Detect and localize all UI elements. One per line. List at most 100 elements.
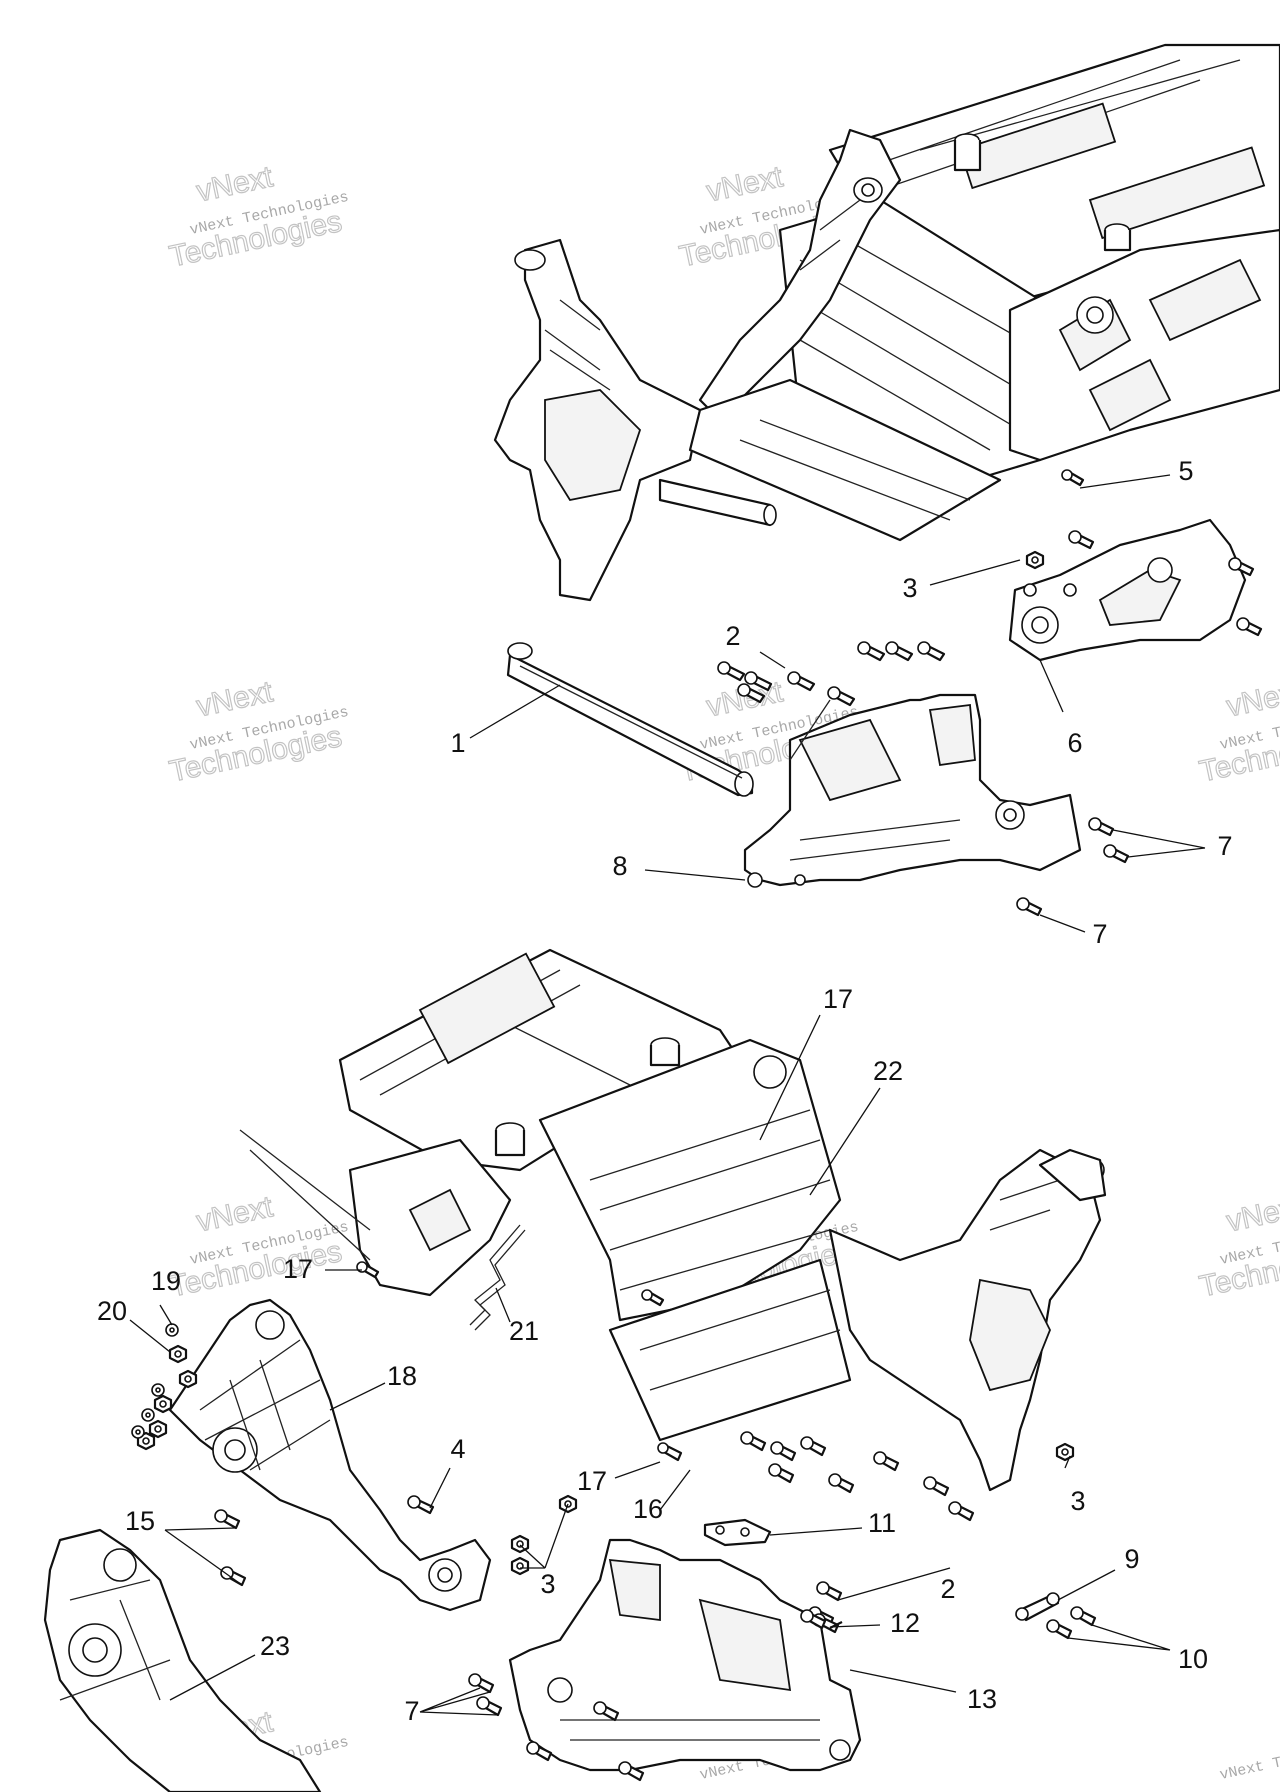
bolt-icon [1061, 469, 1085, 487]
watermark-line1: vNext [1224, 1190, 1280, 1238]
bolt-icon [1103, 844, 1130, 864]
bolt-icon [948, 1501, 975, 1522]
watermark-line1: vNext [704, 675, 787, 723]
bolt-icon [800, 1609, 827, 1630]
callout-13: 13 [967, 1684, 997, 1714]
callout-20: 20 [97, 1296, 127, 1326]
callout-4: 4 [450, 1434, 465, 1464]
bolt-icon [1070, 1606, 1097, 1627]
part-chaincase [43, 1528, 322, 1792]
callout-5: 5 [1178, 456, 1193, 486]
bolt-icon [800, 1436, 827, 1457]
nut-icon [510, 1556, 530, 1576]
part-rear-bulkhead [508, 1538, 862, 1772]
watermark: vNext Technologies [1218, 1734, 1280, 1784]
watermark: vNext vNext Technologies Technologies [166, 160, 350, 275]
bolt-icon [641, 1289, 665, 1307]
bolt-icon [476, 1696, 503, 1717]
bolt-icon [923, 1476, 950, 1497]
callout-1: 1 [450, 728, 465, 758]
callout-3: 3 [902, 573, 917, 603]
callout-labels: 1 2 3 5 6 7 7 8 17 22 17 19 20 21 18 4 1… [97, 456, 1233, 1726]
bolt-icon [917, 641, 946, 662]
watermark: vNext vNext Technologies Technologies [166, 1190, 350, 1305]
callout-23: 23 [260, 1631, 290, 1661]
callout-19: 19 [151, 1266, 181, 1296]
watermark-line1: vNext [194, 675, 277, 723]
callout-18: 18 [387, 1361, 417, 1391]
bolt-icon [787, 671, 816, 692]
callout-17: 17 [283, 1254, 313, 1284]
bolt-icon [593, 1701, 620, 1722]
nut-icon [178, 1369, 198, 1389]
part-front-bulkhead [743, 693, 1082, 888]
nut-icon [1025, 550, 1045, 570]
callout-16: 16 [633, 1494, 663, 1524]
lower-chassis-frame [239, 948, 1107, 1492]
bolt-icon [737, 683, 766, 704]
watermark-line1: vNext [704, 160, 787, 208]
bolt-icon [827, 686, 856, 707]
bolt-icon [828, 1473, 855, 1494]
callout-6: 6 [1067, 728, 1082, 758]
washer-icon [131, 1425, 145, 1439]
nut-icon [1055, 1442, 1075, 1462]
bolt-icon [1228, 557, 1255, 577]
watermark-line1: vNext [194, 1190, 277, 1238]
bolt-icon [220, 1566, 247, 1587]
washer-icon [141, 1408, 155, 1422]
bolt-group-bottom [131, 1261, 1097, 1782]
part-small-bracket [703, 1518, 772, 1547]
bolt-icon [816, 1581, 843, 1602]
bolt-icon [740, 1431, 767, 1452]
bolt-icon [214, 1509, 241, 1530]
callout-10: 10 [1178, 1644, 1208, 1674]
callout-12: 12 [890, 1608, 920, 1638]
bolt-icon [1068, 530, 1095, 550]
callout-7: 7 [1217, 831, 1232, 861]
washer-icon [151, 1383, 165, 1397]
watermark: vNext vNext Technologies Technologies [1196, 1190, 1280, 1305]
nut-icon [148, 1419, 168, 1439]
callout-9: 9 [1124, 1544, 1139, 1574]
part-cross-tube [506, 642, 754, 797]
bolt-icon [744, 671, 773, 692]
callout-15: 15 [125, 1506, 155, 1536]
watermark-line1: vNext [194, 160, 277, 208]
watermark: vNext vNext Technologies Technologies [1196, 675, 1280, 790]
watermark-line1: vNext [1224, 675, 1280, 723]
bolt-icon [1046, 1619, 1073, 1640]
bolt-icon [873, 1451, 900, 1472]
part-link [1015, 1592, 1060, 1622]
bolt-icon [717, 661, 746, 682]
upper-chassis-frame [493, 43, 1280, 602]
watermark-line2: vNext Technologies [1218, 1734, 1280, 1784]
callout-7: 7 [404, 1696, 419, 1726]
nut-icon [153, 1394, 173, 1414]
bolt-icon [1016, 897, 1043, 917]
callout-22: 22 [873, 1056, 903, 1086]
bolt-icon [407, 1495, 435, 1515]
callout-11: 11 [868, 1508, 896, 1538]
callout-8: 8 [612, 851, 627, 881]
washer-icon [165, 1323, 179, 1337]
nut-icon [168, 1344, 188, 1364]
bolt-icon [768, 1463, 795, 1484]
callout-3: 3 [540, 1569, 555, 1599]
bolt-icon [770, 1441, 797, 1462]
part-spring-clip [469, 1224, 526, 1331]
bolt-icon [526, 1741, 553, 1762]
watermark: vNext vNext Technologies Technologies [166, 675, 350, 790]
part-left-bracket [1008, 518, 1247, 662]
bolt-icon [885, 641, 914, 662]
part-chaincase-cover [168, 1298, 492, 1612]
bolt-icon [1236, 617, 1263, 637]
callout-3: 3 [1070, 1486, 1085, 1516]
bolt-icon [618, 1761, 645, 1782]
bolt-icon [657, 1442, 683, 1462]
leader-lines [129, 474, 1206, 1716]
bolt-icon [468, 1673, 495, 1694]
bolt-icon [1088, 817, 1115, 837]
callout-2: 2 [940, 1574, 955, 1604]
